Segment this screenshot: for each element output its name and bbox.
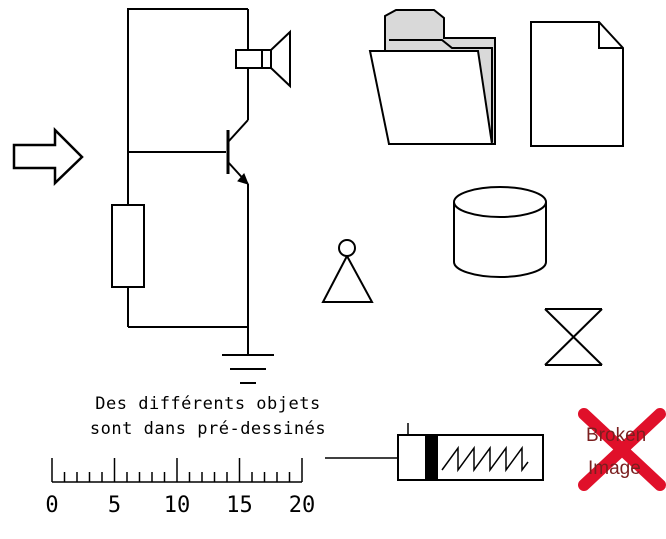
hourglass-icon xyxy=(544,308,603,366)
transistor-circuit xyxy=(111,8,274,384)
ruler-tick-label: 5 xyxy=(108,493,121,518)
spring-actuator-icon xyxy=(325,423,544,481)
caption-line2: sont dans pré-dessinés xyxy=(89,419,327,439)
broken-image-line2: Image xyxy=(588,458,641,479)
database-cylinder-icon xyxy=(453,186,547,278)
document-icon xyxy=(530,21,624,147)
ruler-tick-label: 20 xyxy=(289,493,316,518)
speaker-icon xyxy=(235,29,291,89)
broken-image-icon: Broken Image xyxy=(578,408,666,491)
caption-line1: Des différents objets xyxy=(95,394,321,414)
triangle-marker-icon xyxy=(321,239,374,303)
caption: Des différents objets sont dans pré-dess… xyxy=(38,392,378,442)
ruler-scale: 0 5 10 15 20 xyxy=(45,458,315,518)
ruler-tick-label: 0 xyxy=(45,493,58,518)
folder-icon xyxy=(368,9,496,145)
arrow-right-icon xyxy=(12,126,84,186)
broken-image-line1: Broken xyxy=(586,425,646,446)
ruler-tick-label: 15 xyxy=(226,493,253,518)
ruler-tick-label: 10 xyxy=(164,493,191,518)
